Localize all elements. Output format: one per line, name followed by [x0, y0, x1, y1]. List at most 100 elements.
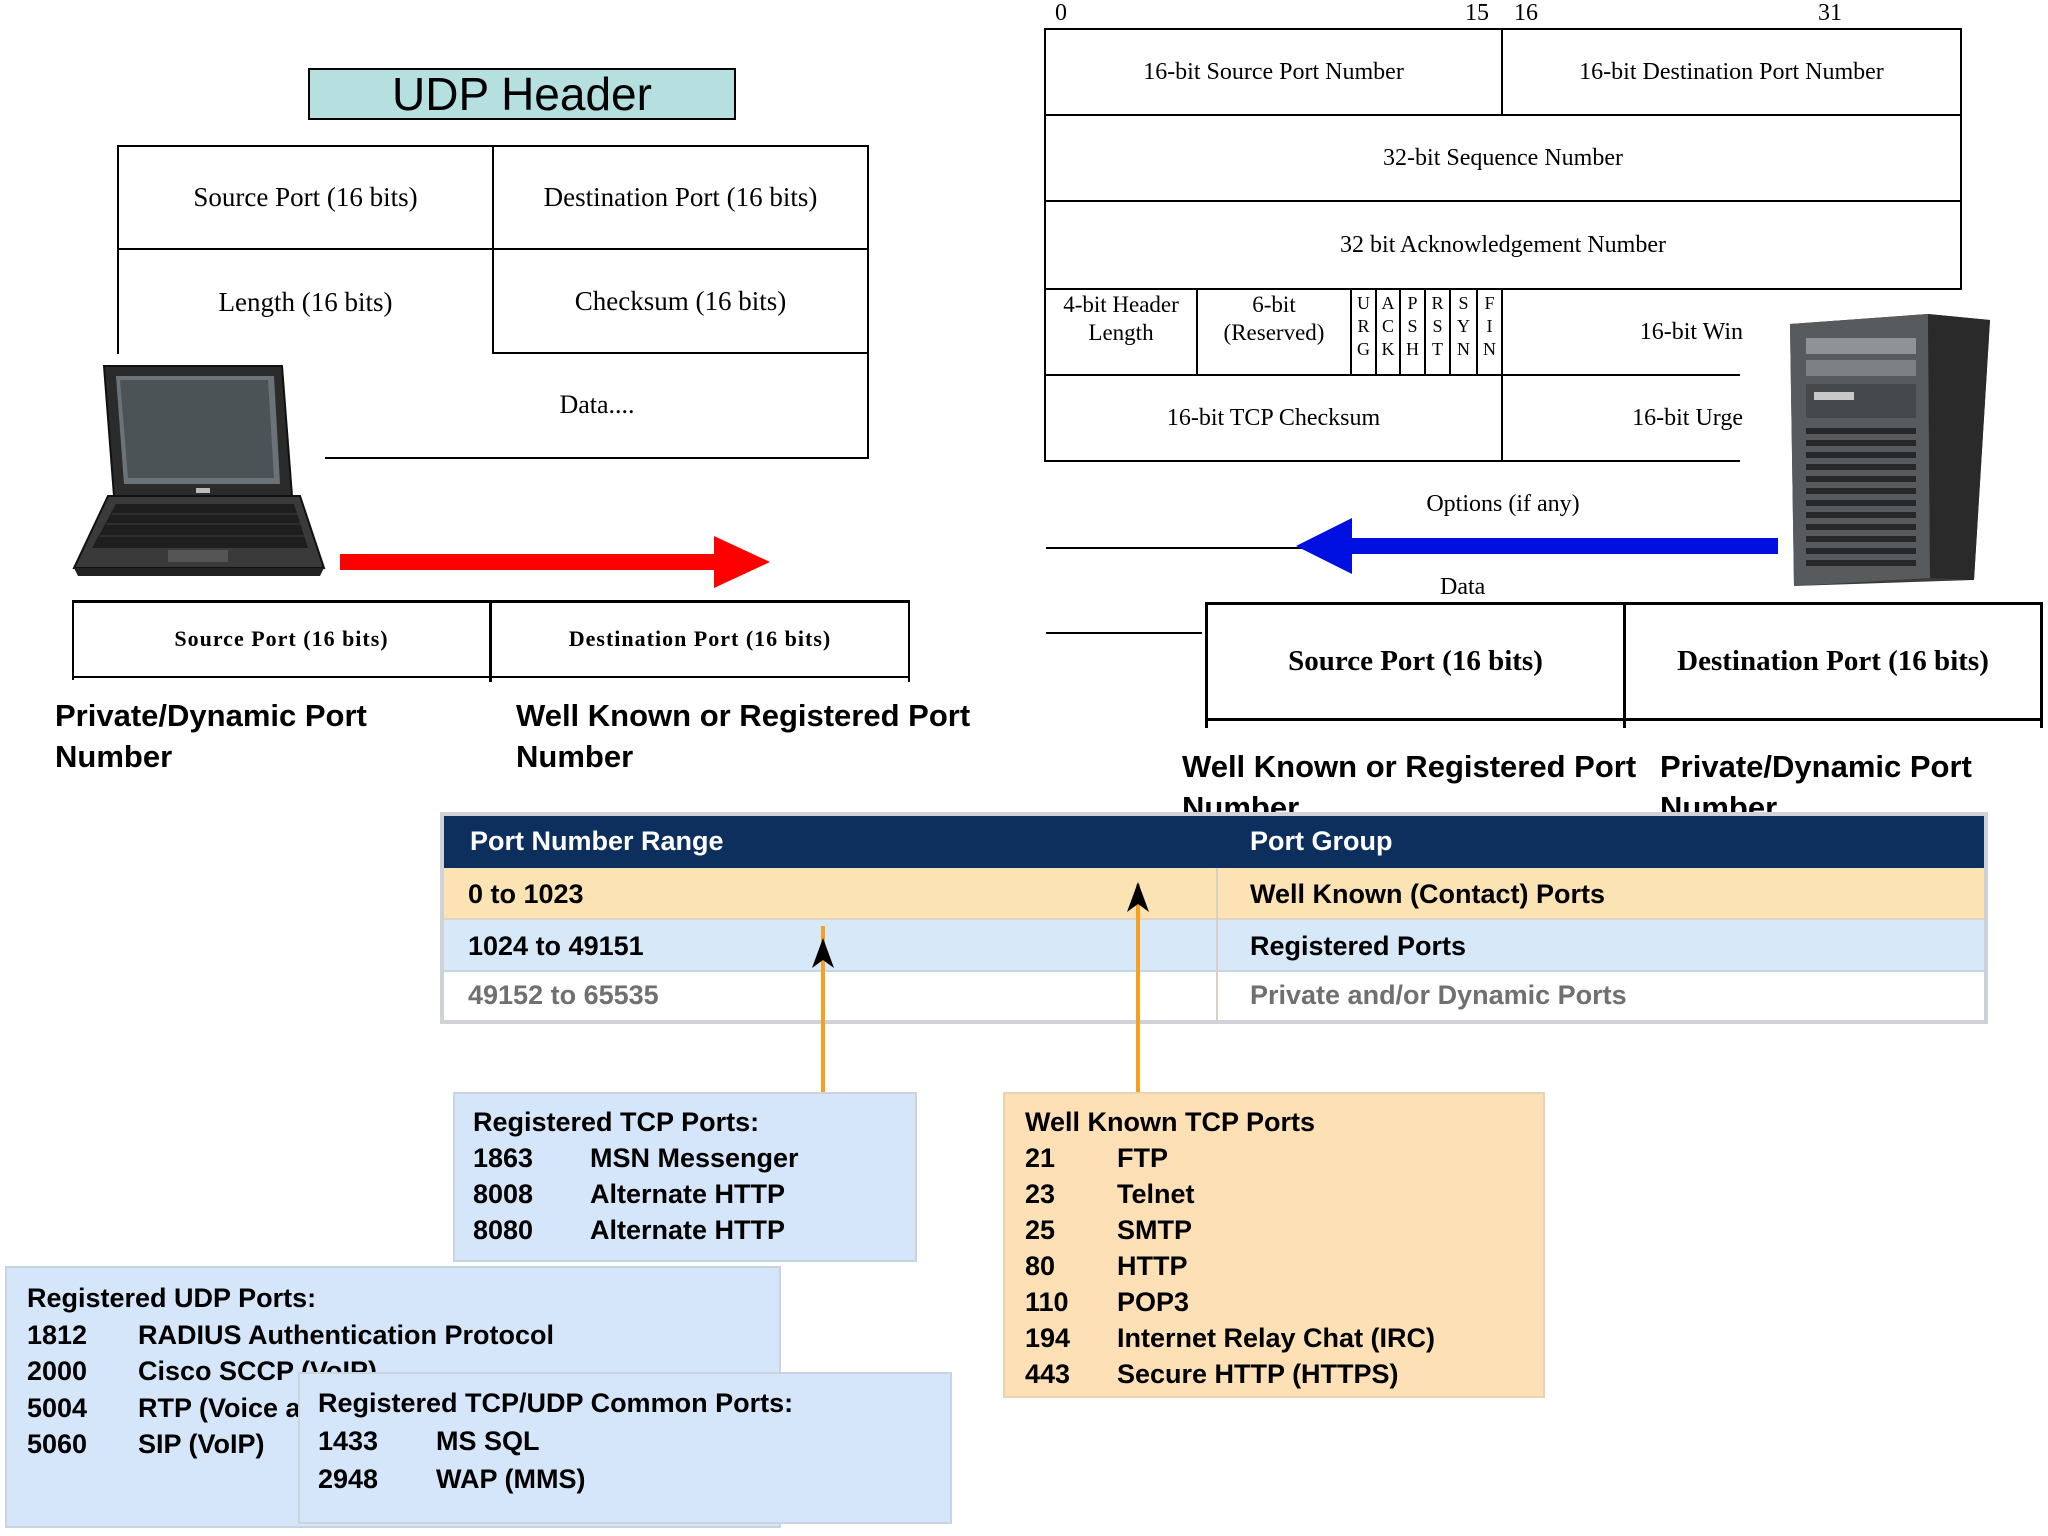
tcp-data: Data (if any) — [1440, 574, 1486, 600]
client-private-port-label: Private/Dynamic Port Number — [55, 698, 367, 774]
tcp-left-edge — [1044, 28, 1046, 462]
server-seg-right — [2040, 602, 2043, 728]
row-registered-range: 1024 to 49151 — [468, 931, 644, 961]
tcp-checksum: 16-bit TCP Checksum — [1166, 404, 1381, 431]
tcp-line-1 — [1044, 114, 1962, 116]
udp-data-bottom-border — [325, 457, 869, 459]
table-row-private: 49152 to 65535 Private and/or Dynamic Po… — [444, 972, 1984, 1020]
udp-destination-port-cell: Destination Port (16 bits) — [492, 145, 869, 250]
row-registered-group: Registered Ports — [1250, 931, 1467, 961]
registered-udp-title: Registered UDP Ports: — [27, 1283, 317, 1313]
server-icon — [1790, 314, 1990, 586]
server-seg-mid — [1623, 602, 1626, 728]
tcp-hlen-div — [1196, 288, 1198, 376]
row-private-range: 49152 to 65535 — [468, 980, 659, 1010]
tcp-res-div — [1350, 288, 1352, 376]
tcp-flag-div-5 — [1476, 288, 1478, 376]
table-row-registered: 1024 to 49151 Registered Ports — [444, 920, 1984, 972]
row-well-known-group: Well Known (Contact) Ports — [1250, 879, 1605, 909]
orange-arrows — [812, 882, 1149, 1092]
red-arrow — [340, 536, 770, 588]
tcp-ack-number: 32 bit Acknowledgement Number — [1340, 231, 1666, 258]
table-column-divider — [1216, 868, 1218, 1020]
row-private-group: Private and/or Dynamic Ports — [1250, 980, 1627, 1010]
tcp-line-0 — [1044, 28, 1962, 30]
client-well-known-port-label: Well Known or Registered Port Number — [516, 698, 971, 774]
udp-length-cell: Length (16 bits) — [117, 248, 494, 354]
bit-label-0: 0 — [1055, 0, 1067, 26]
tcp-right-edge — [1960, 28, 1962, 290]
tcp-urgent: 16-bit Urge — [1632, 404, 1743, 431]
bit-label-16: 16 — [1514, 0, 1538, 26]
table-header-range: Port Number Range — [470, 826, 724, 856]
client-destination-port: Destination Port (16 bits) — [568, 626, 832, 651]
tcp-source-port: 16-bit Source Port Number — [1143, 58, 1404, 85]
tcp-options: Options (if any) — [1426, 490, 1580, 517]
tcp-line-4 — [1044, 374, 1740, 376]
bit-label-15: 15 — [1465, 0, 1489, 26]
client-seg-left — [72, 600, 74, 680]
tcp-line-5 — [1044, 460, 1740, 462]
table-header-row: Port Number Range Port Group — [444, 816, 1984, 868]
tcp-options-line — [1046, 547, 1306, 549]
laptop-icon — [72, 365, 326, 576]
tcp-reserved: 6-bit (Reserved) — [1223, 292, 1325, 345]
tcp-sequence-number: 32-bit Sequence Number — [1383, 144, 1623, 171]
udp-checksum-cell: Checksum (16 bits) — [492, 248, 869, 354]
row-well-known-range: 0 to 1023 — [468, 879, 584, 909]
well-known-tcp-title: Well Known TCP Ports — [1025, 1107, 1316, 1137]
tcp-header-length: 4-bit Header Length — [1063, 292, 1179, 345]
registered-tcp-title: Registered TCP Ports: — [473, 1107, 760, 1137]
client-seg-right — [908, 600, 910, 682]
udp-header-title-text: UDP Header — [392, 68, 652, 120]
table-row-well-known: 0 to 1023 Well Known (Contact) Ports — [444, 868, 1984, 920]
tcp-window: 16-bit Win — [1639, 318, 1743, 345]
udp-header-title: UDP Header — [308, 68, 736, 120]
table-header-group: Port Group — [1250, 826, 1393, 856]
common-ports-title: Registered TCP/UDP Common Ports: — [318, 1388, 794, 1418]
tcp-data-line — [1046, 632, 1202, 634]
server-destination-port: Destination Port (16 bits) — [1677, 645, 1989, 677]
tcp-flag-div-4 — [1449, 288, 1451, 376]
tcp-destination-port: 16-bit Destination Port Number — [1579, 58, 1884, 85]
blue-arrow — [1296, 518, 1778, 574]
port-number-table: Port Number Range Port Group 0 to 1023 W… — [440, 812, 1988, 1024]
tcp-flag-div-2 — [1399, 288, 1401, 376]
tcp-line-3 — [1044, 288, 1962, 290]
client-source-port: Source Port (16 bits) — [174, 626, 389, 651]
tcp-mid-row4 — [1501, 288, 1503, 462]
tcp-mid-row1 — [1501, 28, 1503, 116]
client-seg-mid — [489, 600, 492, 682]
tcp-flag-div-1 — [1375, 288, 1377, 376]
bit-label-31: 31 — [1818, 0, 1842, 26]
udp-data-right-border — [867, 352, 869, 459]
udp-source-port-cell: Source Port (16 bits) — [117, 145, 494, 250]
server-seg-left — [1205, 602, 1208, 728]
server-source-port: Source Port (16 bits) — [1288, 645, 1543, 677]
tcp-line-2 — [1044, 200, 1962, 202]
tcp-flag-div-3 — [1424, 288, 1426, 376]
